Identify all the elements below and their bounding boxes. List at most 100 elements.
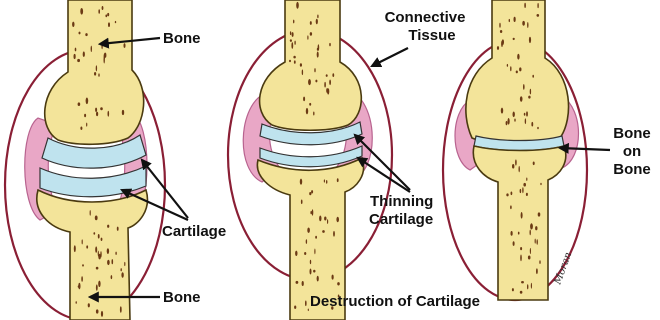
- bone-speck: [309, 103, 311, 106]
- bone-speck: [528, 96, 530, 99]
- bone-speck: [327, 219, 328, 224]
- bone-speck: [96, 309, 99, 313]
- bone-speck: [308, 309, 309, 312]
- label-thinning-2: Cartilage: [369, 211, 433, 228]
- bone-speck: [105, 14, 107, 17]
- bone-speck: [75, 48, 77, 52]
- bone-speck: [96, 65, 97, 71]
- bone-speck: [332, 73, 334, 77]
- bone-speck: [337, 178, 339, 182]
- bone-speck: [78, 102, 81, 106]
- bone-speck: [107, 248, 109, 254]
- bone-speck: [107, 260, 110, 265]
- bone-speck: [318, 44, 320, 51]
- bone-speck: [293, 20, 294, 24]
- bone-speck: [522, 21, 525, 26]
- bone-speck: [539, 260, 540, 264]
- label-connective-1: Connective: [385, 9, 466, 26]
- bone-speck: [315, 236, 317, 239]
- bone-speck: [319, 216, 321, 222]
- bone-speck: [95, 246, 97, 252]
- bone-speck: [313, 270, 315, 273]
- bone-speck: [290, 31, 291, 35]
- bone-speck: [507, 64, 508, 67]
- bone-speck: [289, 60, 291, 62]
- bone-speck: [96, 112, 98, 116]
- bone-speck: [315, 80, 317, 83]
- bone-speck: [302, 70, 303, 76]
- bone-speck: [317, 276, 319, 282]
- bone-speck: [513, 241, 515, 246]
- bone-speck: [537, 239, 538, 245]
- bone-speck: [307, 228, 310, 233]
- bone-speck: [336, 217, 339, 222]
- bone-speck: [502, 39, 504, 45]
- bone-speck: [95, 108, 97, 112]
- bone-speck: [80, 127, 82, 130]
- bone-speck: [83, 51, 85, 57]
- bone-speck: [98, 254, 101, 260]
- bone-speck: [497, 46, 499, 50]
- bone-speck: [78, 283, 80, 290]
- bone-speck: [102, 6, 104, 10]
- bone-speck: [290, 39, 292, 42]
- bone-speck: [308, 79, 311, 85]
- bone-speck: [314, 249, 315, 255]
- bone-speck: [88, 303, 90, 307]
- bone-speck: [517, 54, 519, 60]
- bone-speck: [506, 193, 508, 196]
- label-thinning-1: Thinning: [370, 193, 433, 210]
- bone-speck: [518, 232, 520, 235]
- bone-speck: [520, 291, 523, 294]
- bone-speck: [301, 200, 303, 205]
- bone-speck: [520, 96, 523, 102]
- bone-speck: [510, 205, 512, 209]
- bone-speck: [324, 217, 326, 221]
- bone-speck: [531, 122, 533, 127]
- bone-speck: [511, 231, 513, 236]
- bone-speck: [524, 3, 526, 8]
- bone-speck: [115, 252, 116, 255]
- bone-speck: [533, 162, 535, 166]
- bone-speck: [98, 281, 100, 287]
- bone-speck: [98, 234, 100, 239]
- bone-speck: [322, 230, 325, 233]
- bone-speck: [537, 127, 539, 130]
- bone-speck: [314, 68, 315, 72]
- bone-speck: [300, 179, 302, 185]
- bone-speck: [107, 13, 109, 16]
- bone-speck: [101, 311, 103, 317]
- bone-speck: [523, 183, 526, 187]
- label-bone-on-bone-3: Bone: [613, 161, 651, 178]
- bone-speck: [98, 73, 99, 76]
- bone-speck: [307, 35, 308, 39]
- bone-speck: [521, 281, 524, 283]
- bone-speck: [514, 17, 516, 22]
- caption: Destruction of Cartilage: [310, 293, 480, 310]
- bone-speck: [90, 210, 91, 216]
- bone-speck: [310, 269, 312, 275]
- bone-speck: [515, 159, 517, 165]
- bone-speck: [107, 225, 109, 228]
- bone-speck: [77, 59, 80, 62]
- bone-speck: [508, 118, 510, 125]
- bone-speck: [313, 112, 314, 116]
- bone-speck: [327, 88, 329, 94]
- bone-speck: [74, 54, 76, 59]
- bone-speck: [122, 110, 124, 115]
- bone-speck: [91, 46, 92, 52]
- bone-speck: [520, 255, 522, 262]
- bone-speck: [512, 164, 514, 169]
- bone-speck: [326, 74, 328, 77]
- bone-speck: [306, 239, 307, 244]
- bone-speck: [112, 259, 114, 264]
- bone-speck: [82, 264, 84, 266]
- bone-speck: [120, 306, 122, 313]
- bone-speck: [532, 75, 534, 78]
- bone-speck: [304, 252, 306, 255]
- bone-speck: [510, 66, 511, 71]
- bone-speck: [509, 19, 510, 22]
- bone-speck: [98, 9, 100, 14]
- bone-speck: [86, 98, 89, 105]
